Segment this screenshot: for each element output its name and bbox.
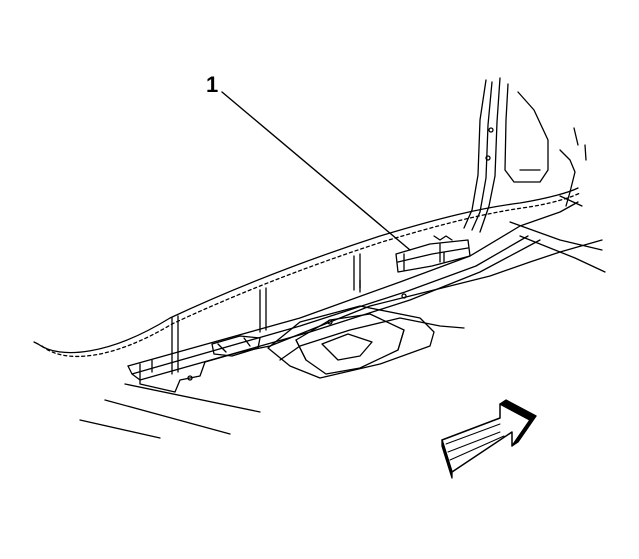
seat-bracket (211, 335, 261, 357)
callout-leader-1 (221, 91, 411, 251)
sill-rail (127, 201, 579, 381)
floor-access-cover (267, 305, 435, 379)
wiring-harness (33, 187, 581, 358)
floor-panel (79, 195, 606, 439)
forward-arrow-icon (441, 399, 537, 479)
callout-number-1: 1 (206, 72, 219, 97)
harness-connector (395, 235, 471, 273)
harness-supports (171, 253, 361, 375)
door-pillar (463, 77, 587, 233)
